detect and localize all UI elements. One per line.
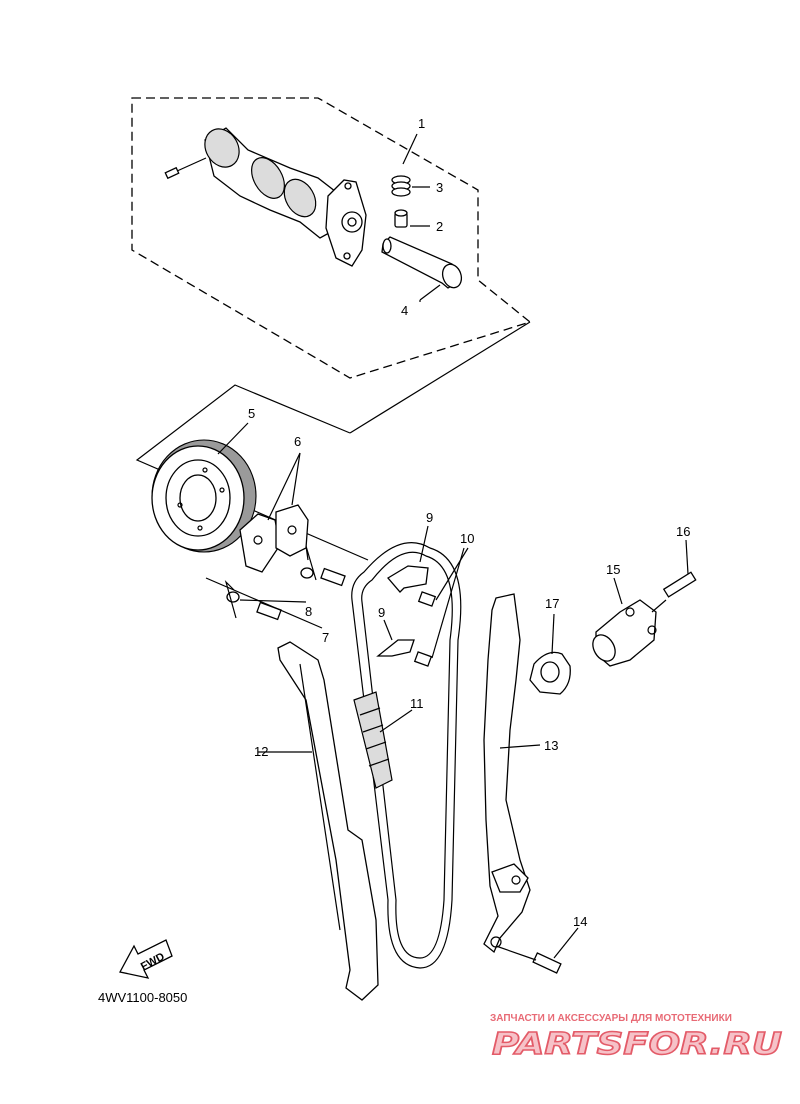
camshaft (164, 127, 367, 267)
sprocket-group-outline-2 (349, 321, 531, 434)
timing-chain-inner (361, 551, 453, 959)
callout-8: 8 (305, 604, 312, 619)
gasket-part-17 (529, 613, 571, 695)
callout-13: 13 (544, 738, 558, 753)
callout-10: 10 (460, 531, 474, 546)
plate-part-6 (239, 452, 309, 573)
callout-14: 14 (573, 914, 587, 929)
callout-9-lower: 9 (378, 605, 385, 620)
bracket-part-9-upper (387, 525, 429, 593)
callout-9-upper: 9 (426, 510, 433, 525)
callout-7: 7 (322, 630, 329, 645)
diagram-code: 4WV1100-8050 (98, 990, 187, 1005)
tensioner-part-15 (592, 577, 657, 667)
watermark-tagline: ЗАПЧАСТИ И АКСЕССУАРЫ ДЛЯ МОТОТЕХНИКИ (490, 1013, 732, 1024)
fwd-arrow-icon: FWD (119, 939, 173, 979)
callout-1: 1 (418, 116, 425, 131)
callout-3: 3 (436, 180, 443, 195)
cam-sprocket (151, 422, 257, 553)
leader-1 (402, 133, 418, 165)
callout-11: 11 (410, 696, 424, 711)
bolts-part-10 (413, 547, 469, 667)
chain-guide-part-12 (258, 641, 379, 1001)
camshaft-group-outline (131, 97, 532, 379)
shaft-part-4 (381, 236, 463, 302)
timing-chain (351, 542, 462, 969)
bolts-part-7 (205, 567, 346, 629)
springs-part-8 (224, 545, 317, 619)
spring-part-3 (391, 175, 430, 197)
callout-15: 15 (606, 562, 620, 577)
watermark-brand: PARTSFOR.RU (492, 1027, 782, 1062)
callout-5: 5 (248, 406, 255, 421)
callout-12: 12 (254, 744, 268, 759)
callout-16: 16 (676, 524, 690, 539)
chain-links-part-11 (353, 691, 413, 789)
bolt-part-14 (495, 927, 579, 974)
bolt-part-16 (651, 539, 697, 613)
callout-2: 2 (436, 219, 443, 234)
chain-guide-part-13 (483, 593, 541, 954)
bracket-part-9-lower (376, 619, 415, 657)
callout-17: 17 (545, 596, 559, 611)
pin-part-2 (394, 209, 430, 228)
callout-4: 4 (401, 303, 408, 318)
callout-6: 6 (294, 434, 301, 449)
